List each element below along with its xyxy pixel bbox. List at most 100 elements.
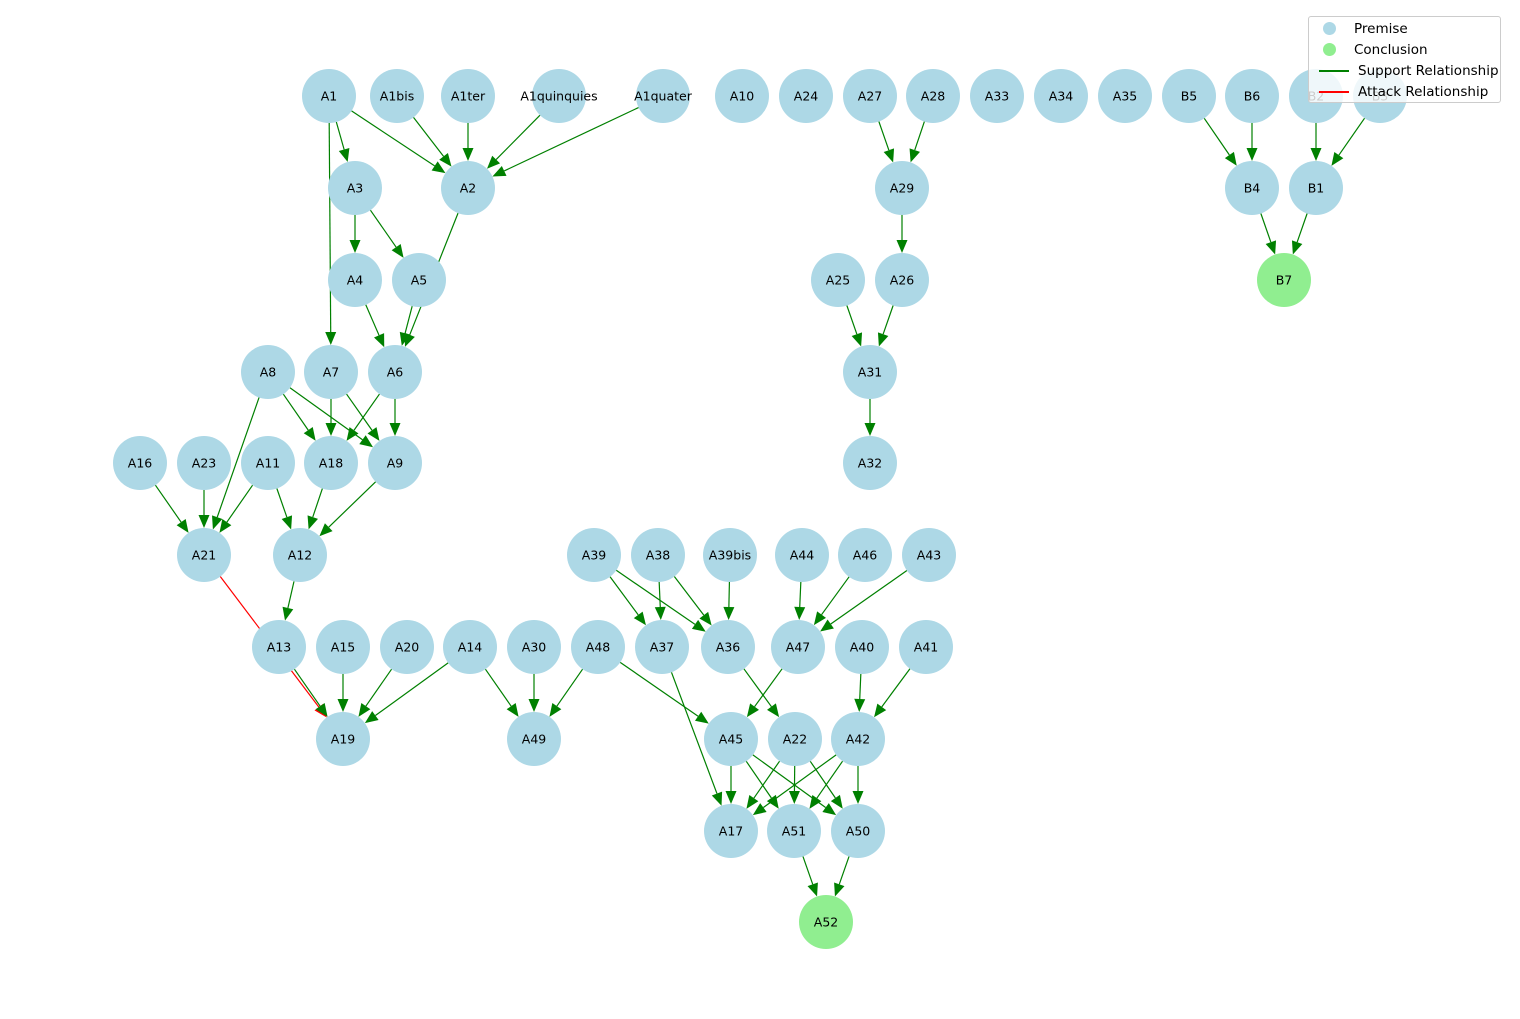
edge-support-B6-B4 bbox=[1246, 123, 1258, 161]
node-A1ter: A1ter bbox=[441, 69, 495, 123]
node-A11: A11 bbox=[241, 436, 295, 490]
edge-line bbox=[154, 484, 182, 523]
node-B5: B5 bbox=[1162, 69, 1216, 123]
arrowhead-icon bbox=[822, 803, 837, 816]
arrowhead-icon bbox=[864, 423, 876, 436]
node-label: A1bis bbox=[380, 89, 414, 104]
edge-support-B1-B7 bbox=[1291, 213, 1308, 255]
arrowhead-icon bbox=[359, 435, 374, 448]
node-A52: A52 bbox=[799, 895, 853, 949]
arrowhead-icon bbox=[1291, 240, 1303, 255]
node-A37: A37 bbox=[635, 620, 689, 674]
edge-line bbox=[287, 581, 295, 609]
edge-support-A42-A17 bbox=[752, 754, 837, 816]
premise-node-circle bbox=[768, 712, 822, 766]
node-label: A11 bbox=[256, 456, 280, 471]
arrowhead-icon bbox=[338, 148, 350, 163]
arrowhead-icon bbox=[654, 606, 666, 621]
premise-node-circle bbox=[902, 528, 956, 582]
edge-line bbox=[216, 397, 260, 518]
edge-support-A23-A21 bbox=[198, 490, 210, 528]
edge-support-A1quinquies-A2 bbox=[486, 114, 541, 169]
edge-support-A42-A50 bbox=[852, 766, 864, 804]
edge-support-A14-A19 bbox=[364, 662, 449, 724]
node-A13: A13 bbox=[252, 620, 306, 674]
arrowhead-icon bbox=[874, 703, 887, 718]
edge-support-A39-A37 bbox=[609, 576, 646, 626]
arrowhead-icon bbox=[746, 795, 759, 809]
node-label: A21 bbox=[192, 548, 216, 563]
conclusion-node-circle bbox=[1257, 253, 1311, 307]
edge-line bbox=[846, 305, 858, 335]
premise-node-circle bbox=[767, 804, 821, 858]
node-label: A40 bbox=[850, 640, 875, 655]
node-A4: A4 bbox=[328, 253, 382, 307]
node-B1: B1 bbox=[1289, 161, 1343, 215]
node-label: A12 bbox=[288, 548, 312, 563]
node-label: A49 bbox=[522, 732, 547, 747]
edge-support-A22-A51 bbox=[788, 765, 800, 805]
edge-support-A48-A49 bbox=[549, 668, 584, 717]
arrowhead-icon bbox=[691, 619, 706, 632]
node-label: A39bis bbox=[709, 548, 751, 563]
premise-node-circle bbox=[779, 69, 833, 123]
edge-support-A13-A19 bbox=[293, 668, 328, 717]
node-label: A17 bbox=[719, 824, 743, 839]
legend-label-attack: Attack Relationship bbox=[1358, 83, 1489, 100]
edge-line bbox=[1260, 213, 1272, 243]
node-A30: A30 bbox=[507, 620, 561, 674]
node-label: A1 bbox=[321, 89, 338, 104]
edge-support-A47-A45 bbox=[746, 668, 783, 718]
node-A41: A41 bbox=[899, 620, 953, 674]
node-A32: A32 bbox=[843, 436, 897, 490]
premise-node-circle bbox=[507, 712, 561, 766]
node-label: A28 bbox=[921, 89, 946, 104]
edge-support-A46-A47 bbox=[813, 576, 850, 626]
edge-support-A1quater-A2 bbox=[492, 106, 639, 177]
premise-node-circle bbox=[715, 69, 769, 123]
arrowhead-icon bbox=[281, 515, 293, 530]
node-B7: B7 bbox=[1257, 253, 1311, 307]
edge-support-A14-A49 bbox=[484, 668, 519, 717]
node-A1quater: A1quater bbox=[634, 69, 693, 123]
edge-line bbox=[495, 114, 541, 160]
node-A50: A50 bbox=[831, 804, 885, 858]
premise-node-circle bbox=[443, 620, 497, 674]
edge-line bbox=[670, 672, 718, 794]
node-A22: A22 bbox=[768, 712, 822, 766]
edge-support-A39-A36 bbox=[615, 569, 706, 632]
edge-line bbox=[335, 121, 345, 150]
arrowhead-icon bbox=[391, 244, 404, 258]
premise-node-circle bbox=[177, 528, 231, 582]
arrowhead-icon bbox=[820, 619, 834, 632]
premise-marker-icon bbox=[1323, 22, 1336, 35]
arrowhead-icon bbox=[358, 703, 371, 717]
node-A3: A3 bbox=[328, 161, 382, 215]
node-label: A43 bbox=[917, 548, 941, 563]
edge-line bbox=[658, 581, 661, 608]
node-label: A41 bbox=[914, 640, 938, 655]
node-label: A16 bbox=[128, 456, 153, 471]
edge-support-A31-A32 bbox=[864, 399, 876, 436]
edge-line bbox=[404, 305, 413, 334]
edge-line bbox=[809, 760, 836, 799]
node-label: A44 bbox=[790, 548, 815, 563]
premise-node-circle bbox=[636, 69, 690, 123]
node-label: A38 bbox=[646, 548, 671, 563]
node-label: A52 bbox=[814, 915, 838, 930]
node-label: A51 bbox=[782, 824, 806, 839]
edge-line bbox=[830, 570, 908, 625]
premise-node-circle bbox=[273, 528, 327, 582]
edge-support-A39bis-A36 bbox=[723, 581, 735, 621]
edge-support-A37-A17 bbox=[670, 672, 723, 806]
arrowhead-icon bbox=[307, 515, 318, 530]
edge-line bbox=[282, 393, 309, 431]
edge-support-A22-A17 bbox=[746, 760, 781, 809]
arrowhead-icon bbox=[319, 523, 333, 537]
edge-line bbox=[609, 576, 639, 616]
node-label: A45 bbox=[719, 732, 743, 747]
node-A45: A45 bbox=[704, 712, 758, 766]
premise-node-circle bbox=[1289, 161, 1343, 215]
premise-node-circle bbox=[1225, 69, 1279, 123]
arrowhead-icon bbox=[346, 427, 359, 441]
